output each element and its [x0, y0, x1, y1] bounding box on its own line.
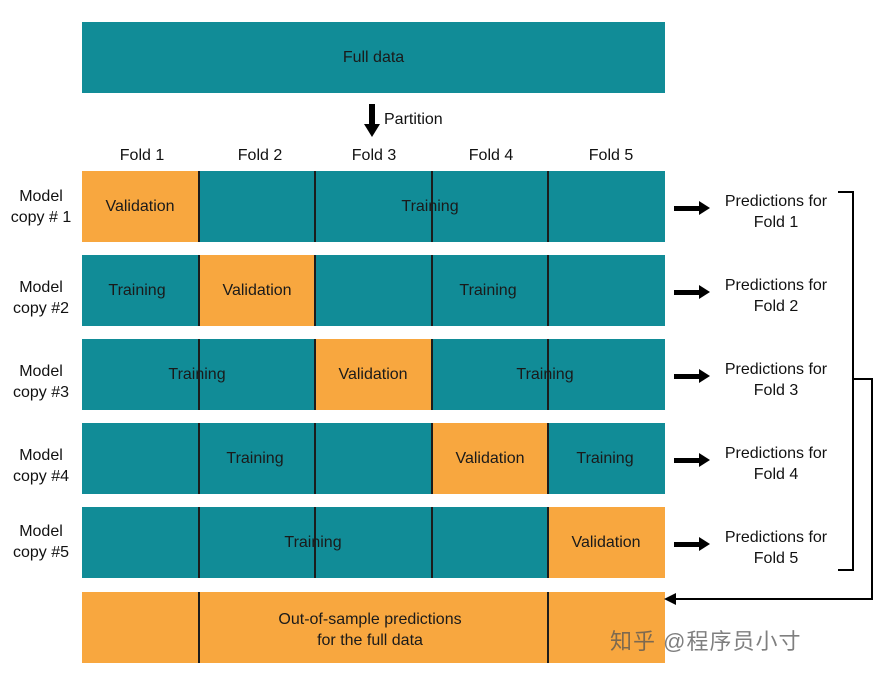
row-2-training-label: Training — [108, 282, 166, 299]
row-5-validation-segment — [548, 507, 665, 578]
oos-divider — [547, 592, 549, 663]
row-3-divider — [547, 339, 549, 410]
row-5-divider — [547, 507, 549, 578]
row-2-bar — [82, 255, 665, 326]
row-2-divider — [431, 255, 433, 326]
row-3-training-label-right: Training — [516, 366, 574, 383]
row-4-arrow-icon — [674, 453, 710, 467]
row-1-validation-label: Validation — [105, 198, 175, 215]
row-4-validation-segment — [432, 423, 548, 494]
row-5-arrow-icon — [674, 537, 710, 551]
full-data-bar: Full data — [82, 22, 665, 93]
fold-3-label: Fold 3 — [351, 147, 397, 164]
fold-2-label: Fold 2 — [237, 147, 283, 164]
row-4-training-label-right: Training — [576, 450, 634, 467]
row-4-bar — [82, 423, 665, 494]
row-4-validation-label: Validation — [455, 450, 525, 467]
row-5-validation-label: Validation — [571, 534, 641, 551]
row-3-divider — [198, 339, 200, 410]
row-2-arrow-icon — [674, 285, 710, 299]
row-2-validation-label: Validation — [222, 282, 292, 299]
row-2-divider — [547, 255, 549, 326]
row-5-divider — [314, 507, 316, 578]
row-3-divider — [314, 339, 316, 410]
row-4-divider — [198, 423, 200, 494]
fold-4-label: Fold 4 — [468, 147, 514, 164]
return-arrow-icon — [664, 593, 676, 605]
row-1-training-label: Training — [401, 198, 459, 215]
row-1-validation-segment — [82, 171, 199, 242]
row-5-divider — [198, 507, 200, 578]
bracket-connector-line — [852, 378, 872, 380]
row-3-validation-label: Validation — [338, 366, 408, 383]
row-4-divider — [314, 423, 316, 494]
full-data-label: Full data — [342, 48, 405, 66]
row-1-divider — [431, 171, 433, 242]
partition-label: Partition — [384, 111, 443, 128]
row-2-divider — [314, 255, 316, 326]
fold-5-label: Fold 5 — [588, 147, 634, 164]
row-1-divider — [198, 171, 200, 242]
predictions-bracket — [838, 191, 854, 571]
row-5-training-label: Training — [284, 534, 342, 551]
row-3-training-label: Training — [168, 366, 226, 383]
row-4-divider — [547, 423, 549, 494]
row-5-divider — [431, 507, 433, 578]
row-2-validation-segment — [199, 255, 315, 326]
bracket-connector-line — [676, 598, 873, 600]
bracket-connector-line — [871, 378, 873, 600]
row-2-divider — [198, 255, 200, 326]
out-of-sample-bar — [82, 592, 665, 663]
watermark: 知乎 @程序员小寸 — [610, 629, 802, 654]
row-1-divider — [314, 171, 316, 242]
row-1-divider — [547, 171, 549, 242]
row-1-arrow-icon — [674, 201, 710, 215]
row-3-arrow-icon — [674, 369, 710, 383]
row-2-training-label-right: Training — [459, 282, 517, 299]
row-3-divider — [431, 339, 433, 410]
row-3-validation-segment — [315, 339, 432, 410]
oos-divider — [198, 592, 200, 663]
row-4-divider — [431, 423, 433, 494]
fold-1-label: Fold 1 — [119, 147, 165, 164]
row-4-training-label: Training — [226, 450, 284, 467]
partition-arrow-icon — [364, 104, 380, 138]
